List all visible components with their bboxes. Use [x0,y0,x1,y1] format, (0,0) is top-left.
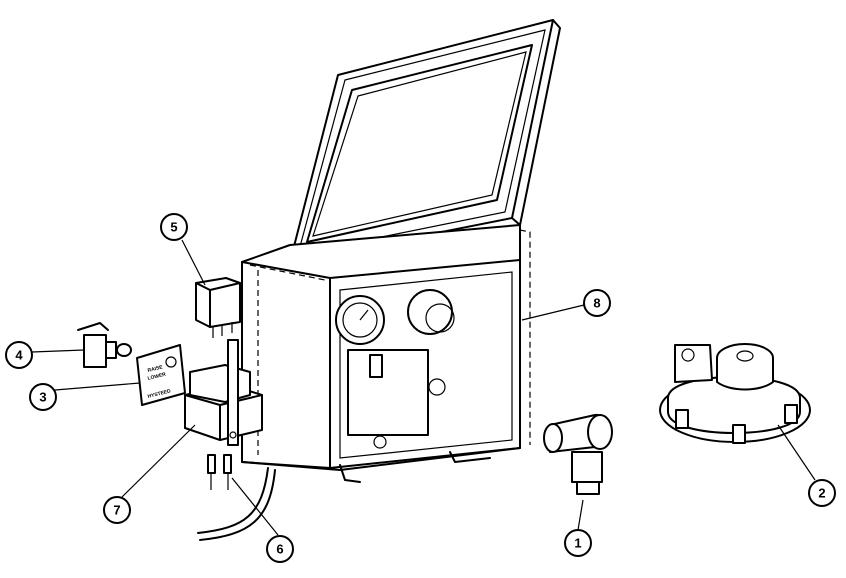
callout-3: 3 [29,383,57,411]
wire-outline [197,467,269,534]
filter-fitting [543,414,613,495]
regulator-valve [659,343,811,444]
leader-lines [31,239,816,536]
callout-number: 1 [574,536,581,551]
callout-4: 4 [5,341,33,369]
relay [195,277,241,338]
callout-5: 5 [160,213,188,241]
plate-logo: HYSTEED [147,388,172,400]
plate-text-lower: LOWER [147,372,167,382]
callout-number: 2 [818,486,825,501]
callout-number: 4 [15,348,23,363]
enclosure-lid [289,19,561,263]
callout-number: 8 [593,296,600,311]
callout-6: 6 [266,535,294,563]
terminals [207,454,232,490]
callout-1: 1 [564,529,592,557]
callout-number: 3 [39,390,46,405]
enclosure-box [241,224,531,483]
callout-number: 5 [170,220,177,235]
callout-2: 2 [808,479,836,507]
callout-number: 6 [276,542,283,557]
relay-bracket [184,339,263,446]
switch-label-plate: RAISE LOWER HYSTEED [136,344,186,406]
wire [199,469,276,541]
toggle-switch [77,322,132,368]
plate-text-raise: RAISE [147,364,164,374]
callout-8: 8 [583,289,611,317]
callout-7: 7 [103,496,131,524]
gauge-manifold [335,289,455,449]
callout-number: 7 [113,503,120,518]
